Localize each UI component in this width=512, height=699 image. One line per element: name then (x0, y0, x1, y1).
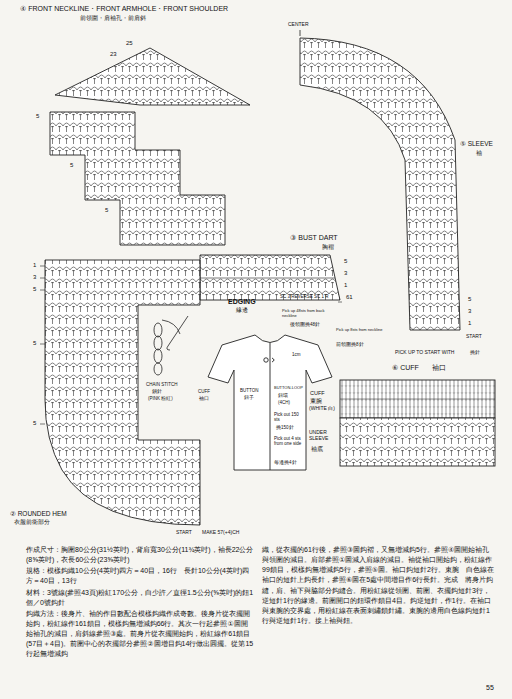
chart-label: ⑤ SLEEVE (460, 140, 493, 147)
chart-label: 5 (33, 420, 36, 427)
neckline-chart (55, 48, 250, 105)
chart-label: CENTER (288, 22, 309, 28)
chart-label: 5 (70, 162, 73, 169)
chart-label: MAKE 57(+4)CH (202, 530, 239, 536)
chart-label: PICK UP TO START WITH (395, 350, 454, 356)
chart-label: Pick up 48sts from back neckline (282, 309, 334, 318)
chart-label: 袖口 (432, 364, 446, 371)
chart-label: 1 (33, 262, 36, 269)
chart-label: ③ BUST DART (290, 234, 338, 242)
chart-label: 5 (33, 286, 36, 293)
chart-label: ⑥ CUFF (392, 364, 419, 372)
chart-label: Pick out 150 sts (274, 412, 304, 422)
chart-label: 每邊挑4針 (274, 460, 297, 465)
chart-label: 袖口 (199, 396, 209, 401)
chart-label: START (466, 334, 482, 340)
instruction-text: 材料：3號線(參照43頁)粉紅170公分，白少許／直徑1.5公分(⅝英吋)的鈕1… (26, 588, 254, 608)
instruction-text: 作成尺寸：胸圍80公分(31½英吋)，背肩寬30公分(11¾英吋)，袖長22公分… (26, 545, 254, 565)
chart-label: 後領圍挑48針 (290, 322, 320, 327)
dart-line (200, 278, 335, 279)
chart-label: CHAIN STITCH (146, 382, 178, 387)
chart-label: (4CH) (278, 400, 290, 405)
front-body-chart (45, 260, 200, 525)
chart-label: 5 (33, 340, 36, 347)
chart-label: 鈕環 (278, 393, 288, 398)
chart-label: SC 3 REVERSE SC 1 R (280, 294, 330, 299)
chart-label: EDGING (228, 298, 256, 306)
chart-label: 束腕 (310, 398, 322, 404)
chart-label: 挑針 (470, 350, 480, 356)
chart-label: 5 (344, 258, 347, 265)
chart-label: CUFF (198, 389, 210, 394)
chart-label: 袖底 (311, 446, 323, 452)
chart-label: 3 (33, 274, 36, 281)
chart-label: 1 (468, 320, 471, 327)
chart-label: 前領圍・肩袖孔・前肩斜 (80, 15, 146, 22)
chart-label: 5 (36, 113, 39, 120)
chart-label: Pick out 4 sts from one side (274, 436, 304, 446)
chart-label: 鈕子 (244, 395, 254, 400)
chart-label: ④ FRONT NECKLINE・FRONT ARMHOLE・FRONT SHO… (20, 5, 228, 13)
chart-label: 3 (468, 308, 471, 315)
chart-label: 23 (110, 51, 117, 58)
chart-label: START (176, 530, 192, 536)
armhole-chart (50, 112, 225, 245)
instruction-text: 鈎織方法：後身片、袖的作目數配合模樣鈎織作成奇數。後身片從衣擺開始鈎，粉紅線作1… (26, 609, 254, 660)
text-column: 作成尺寸：胸圍80公分(31½英吋)，背肩寬30公分(11¾英吋)，袖長22公分… (26, 545, 254, 661)
chart-label: BUTTON (240, 388, 258, 393)
chart-label: 挑150針 (276, 425, 294, 430)
instruction-text: 織，從衣擺的61行後，參照③圖鈎褶，又無增減鈎5行。參照④圖開始袖孔與領圍的減目… (262, 545, 494, 626)
chart-label: Pick up 8sts from neckline (336, 328, 384, 333)
chart-label: 5 (105, 207, 108, 214)
chart-label: 25 (126, 40, 133, 47)
chart-label: ② ROUNDED HEM (10, 510, 67, 517)
chart-label: CUFF (310, 390, 325, 396)
chart-label: 緣邊 (236, 307, 248, 314)
cuff-row-line (340, 399, 495, 400)
cuff-chart (340, 380, 495, 418)
chart-label: 3 (344, 270, 347, 277)
chart-label: 5 (468, 296, 471, 303)
chart-label: 55 (486, 684, 494, 692)
bust-dart-chart (200, 255, 340, 300)
chart-label: 1cm (292, 352, 301, 357)
sleeve-chart (300, 38, 460, 330)
cardigan-schematic (208, 335, 332, 470)
chart-label: 前領圍挑8針 (336, 342, 364, 347)
chain-stitch-illustration (154, 316, 188, 375)
chart-label: 鎖針 (152, 389, 162, 394)
text-column: 織，從衣擺的61行後，參照③圖鈎褶，又無增減鈎5行。參照④圖開始袖孔與領圍的減目… (262, 545, 494, 627)
chart-label: 胸褶 (322, 244, 334, 251)
chart-label: (PINK 粉紅) (148, 396, 173, 401)
chart-label: 衣服前衛部分 (14, 519, 50, 526)
chart-label: 袖 (476, 150, 482, 157)
chart-label: BUTTON-LOOP (274, 386, 303, 391)
chart-label: 61 (346, 294, 353, 301)
chart-label: UNDER SLEEVE (309, 430, 339, 442)
instruction-text: 規格：模樣鈎織10公分(4英吋)四方＝40目，16行 長針10公分(4英吋)四方… (26, 566, 254, 586)
chart-label: (WHITE 白) (309, 406, 339, 412)
under-sleeve-chart (340, 418, 495, 466)
chart-label: 1 (344, 282, 347, 289)
center-tick (300, 30, 301, 36)
